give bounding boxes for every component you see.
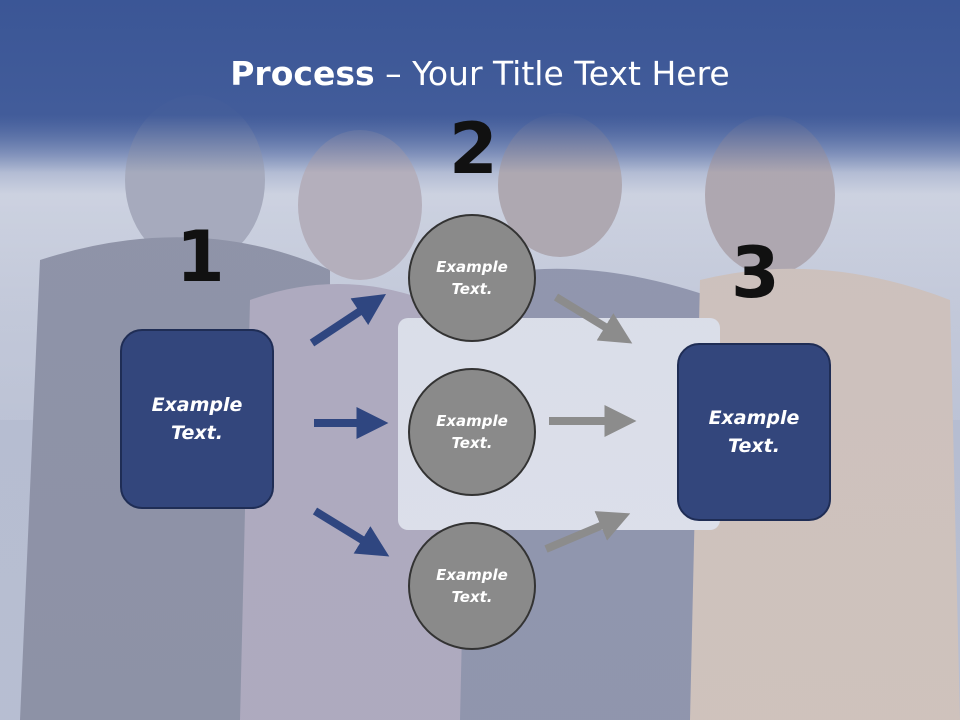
slide-title: Process – Your Title Text Here [0, 54, 960, 93]
title-bold: Process [230, 54, 375, 93]
step-number-1: 1 [176, 216, 225, 298]
right-box-line1: Example [708, 406, 800, 429]
circle-bottom-line1: Example [436, 565, 508, 584]
step-number-3: 3 [731, 232, 780, 314]
step-number-2: 2 [449, 108, 498, 190]
arrow-left-to-top-circle [309, 294, 387, 347]
arrow-top-circle-to-right [553, 293, 633, 344]
circle-top-line2: Text. [451, 280, 493, 298]
arrow-bottom-circle-to-right [544, 511, 631, 553]
circle-middle-line1: Example [436, 411, 508, 430]
title-rest: – Your Title Text Here [374, 54, 730, 93]
circle-middle-line2: Text. [451, 434, 493, 452]
right-box-line2: Text. [728, 435, 780, 457]
circle-bottom-line2: Text. [451, 588, 493, 606]
left-box-line2: Text. [171, 422, 223, 444]
circle-top-line1: Example [436, 257, 508, 276]
arrow-left-to-bottom-circle [312, 507, 390, 557]
left-box-line1: Example [151, 393, 243, 416]
